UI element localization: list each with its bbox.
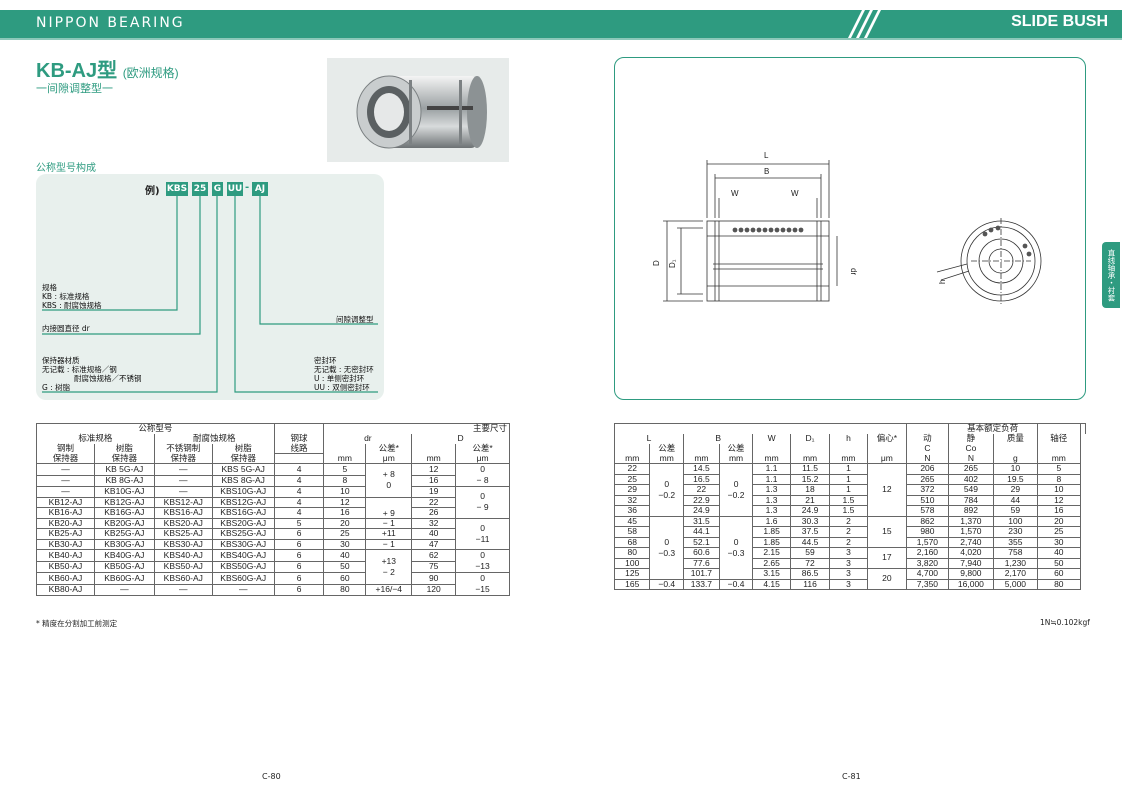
brand-name: NIPPON BEARING (36, 15, 185, 31)
svg-text:D: D (652, 260, 661, 266)
header-bar (0, 10, 1122, 38)
section-title: SLIDE BUSH (1011, 13, 1108, 30)
page-number-left: C-80 (262, 772, 281, 781)
header-stripes-icon (848, 10, 881, 38)
page-title: KB-AJ型 (欧洲规格) (36, 60, 179, 82)
svg-text:D₁: D₁ (668, 259, 677, 268)
product-photo (327, 58, 509, 162)
annotation-gap: 间隙调整型 (336, 315, 374, 324)
unit-note: 1N≒0.102kgf (1040, 618, 1090, 627)
designation-label: 公称型号构成 (36, 163, 96, 174)
annotation-seal: 密封环 无记载 : 无密封环 U : 单侧密封环 UU : 双侧密封环 (314, 356, 374, 392)
page-subtitle: 一间隙调整型一 (36, 82, 113, 95)
dimension-drawing: L B W W D D₁ dr h (652, 151, 1042, 304)
dimensions-table-left: 公称型号 主要尺寸 标准规格 耐腐蚀规格 dr D 钢制 树脂 不锈钢制 树脂 … (36, 423, 510, 596)
code-segment-type: AJ (252, 182, 268, 196)
code-segment-size: 25 (192, 182, 208, 196)
dimensions-table-right: 基本额定负荷 L B W D₁ h 偏心* 动 静 质量 轴径 公差 公差 C … (613, 423, 1086, 590)
code-segment-retainer: G (212, 182, 223, 196)
annotation-standard: 规格 KB : 标准规格 KBS : 耐腐蚀规格 (42, 283, 102, 310)
header-underline (0, 38, 1122, 40)
svg-text:W: W (791, 189, 799, 198)
page-number-right: C-81 (842, 772, 861, 781)
svg-text:L: L (764, 151, 769, 160)
code-segment-seal: UU (227, 182, 243, 196)
bushing-image (356, 75, 487, 149)
side-tab: 直线轴承・衬套 (1102, 242, 1120, 308)
svg-text:h: h (938, 280, 947, 284)
example-label: 例) (145, 186, 160, 197)
designation-panel (36, 174, 384, 400)
annotation-bore: 内接圆直径 dr (42, 324, 90, 333)
svg-text:dr: dr (849, 268, 858, 275)
svg-text:W: W (731, 189, 739, 198)
code-dash: - (245, 182, 250, 193)
code-segment-series: KBS (166, 182, 188, 196)
diagram-panel: L B W W D D₁ dr h (614, 57, 1086, 400)
annotation-retainer: 保持器材质 无记载 : 标准规格／钢 耐腐蚀规格／不锈钢 G : 树脂 (42, 356, 142, 392)
svg-text:B: B (764, 167, 769, 176)
footnote-left: * 精度在分割加工前测定 (36, 619, 118, 628)
